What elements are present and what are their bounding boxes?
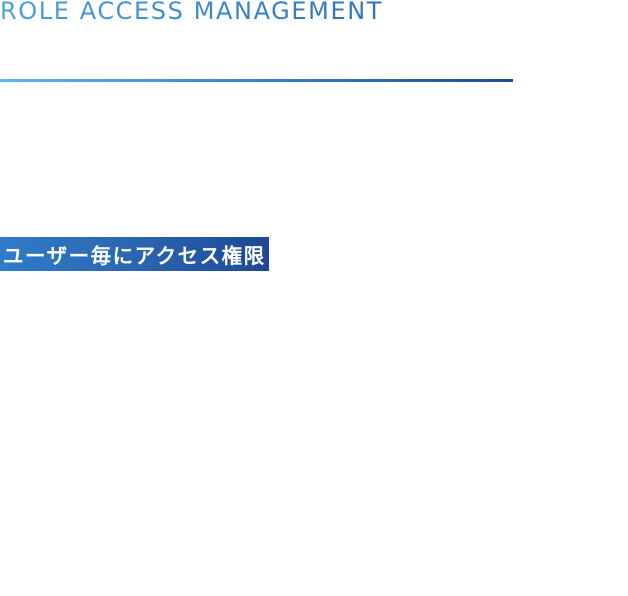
feature-heading: ユーザー毎にアクセス権限 — [0, 237, 269, 271]
section-title: ROLE ACCESS MANAGEMENT — [0, 0, 383, 26]
title-divider — [0, 79, 513, 82]
